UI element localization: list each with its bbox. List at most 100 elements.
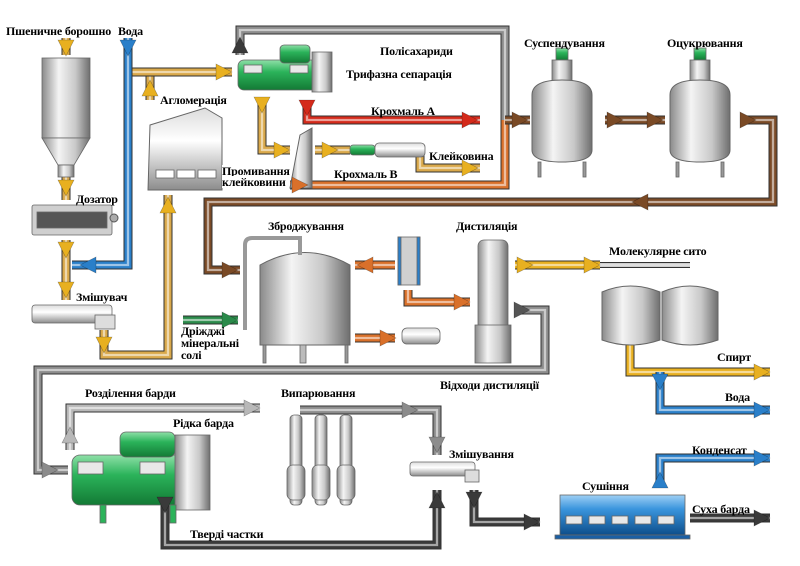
arrow-liquid-up	[61, 426, 79, 444]
label-dry-stillage: Суха барда	[692, 502, 750, 516]
dryer-window-5	[657, 515, 675, 525]
suspension-tank-vessel	[531, 79, 593, 163]
label-stillage-sep: Розділення барди	[85, 386, 176, 400]
arrow-starch-a-down	[298, 99, 316, 117]
label-polysaccharides: Полісахариди	[380, 44, 453, 58]
arrow-to-agglom	[159, 196, 177, 214]
decanter-cover	[174, 434, 211, 511]
arrow-yeast	[221, 311, 239, 329]
label-distill-waste: Відходи дистиляції	[440, 378, 539, 392]
gluten-pump-motor	[349, 144, 376, 156]
fermenter-vessel	[259, 252, 351, 346]
arrow-spirit	[753, 363, 771, 381]
label-gluten-washing-2: клейковини	[222, 175, 286, 189]
label-mol-sieve: Молекулярне сито	[609, 244, 707, 258]
arrow-to-mixer	[57, 281, 75, 299]
column-base	[474, 324, 512, 364]
arrow-to-pump	[321, 141, 339, 159]
gluten-pump-body	[374, 142, 426, 158]
separator-window-2	[289, 64, 309, 74]
arrow-to-decanter	[41, 461, 59, 479]
pipe-condensate	[655, 453, 770, 488]
arrow-water-out	[753, 401, 771, 419]
saccharification-tank-leg-1	[675, 161, 680, 178]
pipe-to-washing	[257, 98, 290, 155]
arrow-to-evap	[243, 399, 261, 417]
hopper-cone	[41, 137, 91, 166]
fermenter-leg-2	[299, 344, 307, 364]
arrow-water-in	[119, 39, 137, 57]
hx-right-edge	[416, 236, 421, 286]
pipe-evap-to-mixing-highlight	[300, 408, 439, 455]
label-agglomeration: Агломерація	[160, 93, 227, 107]
label-fermentation: Зброджування	[268, 219, 344, 233]
washing-screen	[289, 127, 313, 189]
arrow-to-column	[453, 293, 471, 311]
label-saccharification: Оцукрювання	[667, 36, 743, 50]
arrow-waste-out	[513, 301, 531, 319]
arrow-solids-down	[156, 496, 174, 514]
pipe-spirit-out	[625, 340, 770, 377]
arrow-to-washing	[273, 141, 291, 159]
mixing-screw	[409, 461, 476, 477]
evaporator-separator-3	[336, 464, 356, 501]
label-starch-a: Крохмаль А	[371, 104, 436, 118]
suspension-tank-leg-2	[582, 161, 587, 178]
fermenter-leg-1	[262, 344, 267, 364]
suspension-tank-leg-1	[537, 161, 542, 178]
pipe-water-out	[655, 372, 770, 415]
hopper-outlet	[57, 164, 75, 178]
decanter-window-2	[139, 461, 166, 475]
arrow-flour-in	[57, 39, 75, 57]
arrow-to-mixing	[428, 436, 446, 454]
label-three-phase: Трифазна сепарація	[346, 67, 452, 81]
decanter-leg-2	[169, 504, 177, 524]
hx-left-edge	[397, 236, 402, 286]
arrow-evap-out	[401, 401, 419, 419]
arrow-to-dosing	[57, 179, 75, 197]
decanter-motor	[119, 431, 176, 458]
pipe-starch-b-highlight	[290, 120, 507, 187]
dosing-screw	[36, 211, 108, 229]
arrow-starch-b	[291, 176, 309, 194]
arrow-water-to-mixer	[79, 256, 97, 274]
label-dosing: Дозатор	[76, 192, 118, 206]
evaporator-separator-2	[311, 464, 331, 501]
mol-sieve-2	[661, 285, 719, 346]
arrow-sacch-out	[739, 111, 757, 129]
separator-window-1	[243, 64, 263, 74]
evaporator-separator-1	[286, 464, 306, 501]
separator-motor	[279, 44, 311, 64]
pipe-sacch-to-ferment	[203, 115, 778, 275]
mixing-outlet	[464, 469, 480, 483]
label-water-in: Вода	[118, 24, 143, 38]
arrow-gluten	[461, 159, 479, 177]
separator-cover	[311, 51, 333, 93]
arrow-column-out	[516, 256, 534, 274]
arrow-condensate-up	[651, 471, 669, 489]
separator-body	[237, 59, 319, 91]
arrow-to-sieve	[583, 256, 601, 274]
arrow-to-separator	[215, 63, 233, 81]
pipe-pump-to-column	[403, 290, 470, 307]
arrow-mixing-out	[465, 491, 483, 509]
flour-hopper	[41, 57, 91, 139]
label-evaporation: Випарювання	[281, 386, 356, 400]
saccharification-tank-leg-2	[720, 161, 725, 178]
label-gluten-washing-1: Промивання	[222, 164, 290, 178]
mixer-outlet	[94, 314, 116, 330]
mol-sieve-1	[601, 285, 661, 346]
label-flour: Пшеничне борошно	[6, 24, 111, 38]
arrow-condensate	[753, 449, 771, 467]
pipe-evap-to-mixing	[300, 405, 442, 455]
arrow-water-down	[651, 373, 669, 391]
pipe-sacch-to-ferment-highlight	[206, 118, 775, 272]
mixer-body	[31, 304, 113, 324]
dryer-window-1	[565, 515, 583, 525]
label-liquid-stillage: Рідка барда	[173, 416, 234, 430]
suspension-tank-shaft	[551, 59, 573, 83]
arrow-to-sacch	[646, 111, 664, 129]
decanter-leg-1	[99, 504, 107, 524]
